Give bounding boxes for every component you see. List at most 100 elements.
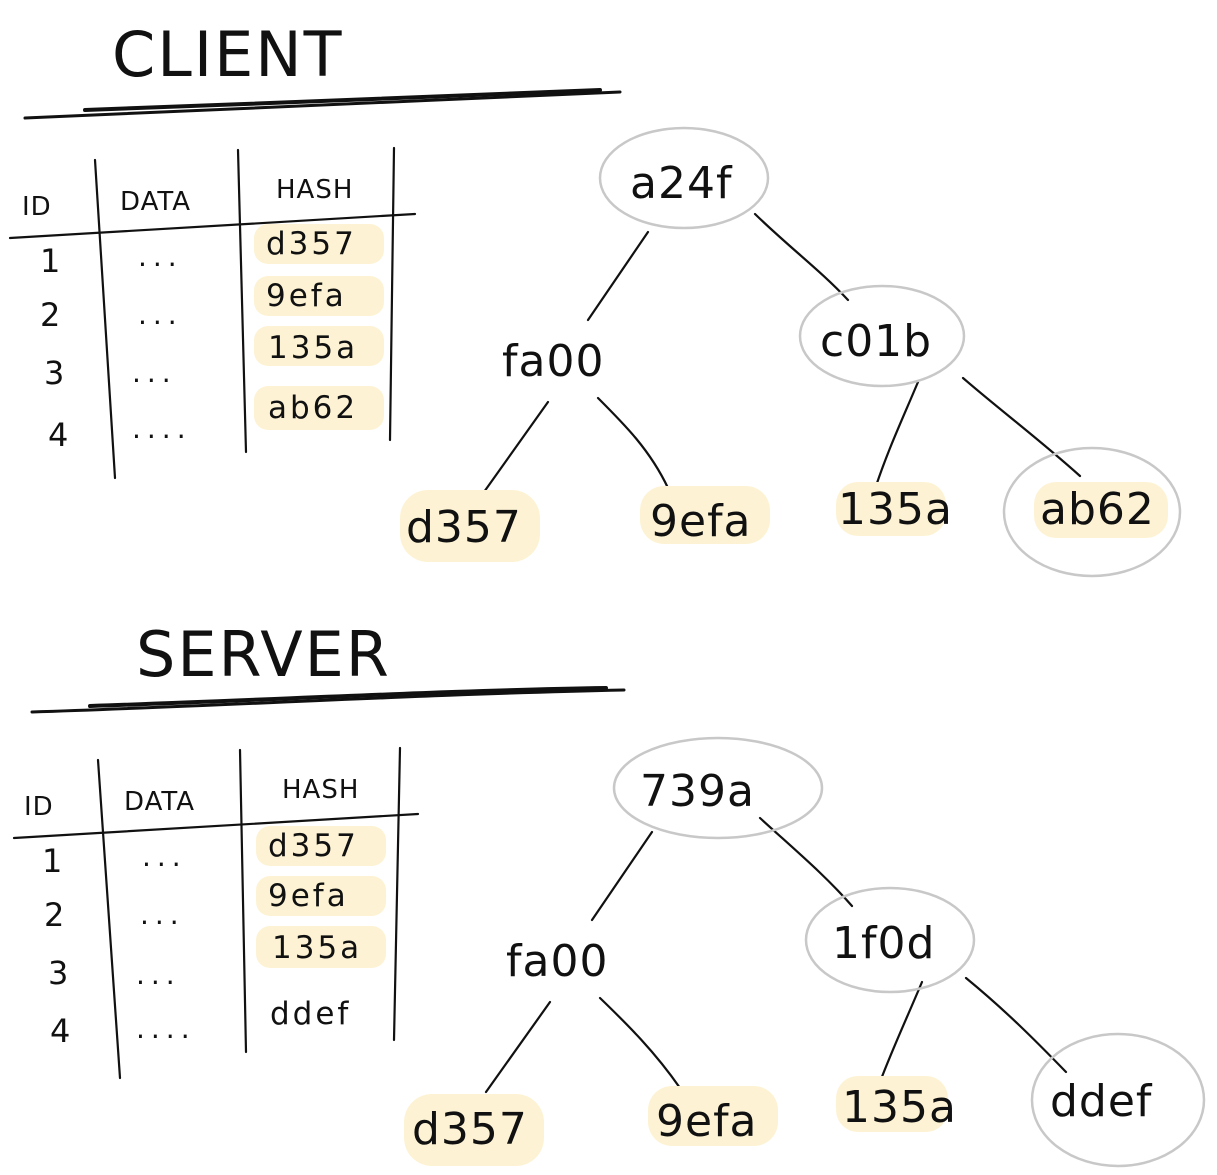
leaf-hash: 9efa xyxy=(650,496,752,547)
leaf-highlight xyxy=(640,486,770,544)
table-divider xyxy=(238,748,248,1054)
row-id: 4 xyxy=(48,416,68,454)
root-hash: 739a xyxy=(640,766,755,817)
server-merkle-tree: 739a fa00 1f0d d357 9efa 135a ddef xyxy=(404,736,1206,1168)
table-divider xyxy=(392,746,402,1042)
row-id: 3 xyxy=(44,354,64,392)
table-row: 2 ... 9efa xyxy=(40,278,347,334)
row-hash: 9efa xyxy=(268,878,349,914)
row-hash: 9efa xyxy=(266,278,347,314)
row-data: .... xyxy=(132,412,192,445)
table-header-hash: HASH xyxy=(282,775,359,805)
hash-highlight xyxy=(254,326,384,366)
tree-edge xyxy=(961,376,1082,478)
hash-highlight xyxy=(254,224,384,264)
leaf-hash: 135a xyxy=(838,484,953,535)
right-node-hash: 1f0d xyxy=(832,918,935,969)
tree-edge xyxy=(596,396,670,490)
row-data: ... xyxy=(138,298,183,331)
hash-highlight xyxy=(256,876,386,916)
server-title-underline xyxy=(30,688,626,714)
tree-edge xyxy=(484,1000,552,1094)
leaf-diff-circle xyxy=(1002,446,1182,578)
tree-edge xyxy=(586,230,650,322)
hash-highlight xyxy=(256,826,386,866)
table-row: 1 ... d357 xyxy=(40,226,357,280)
client-merkle-tree: a24f fa00 c01b d357 9efa 135a ab62 xyxy=(400,126,1182,578)
row-id: 4 xyxy=(50,1012,70,1050)
row-id: 2 xyxy=(44,896,64,934)
tree-edge xyxy=(482,400,550,494)
tree-edge xyxy=(878,980,924,1084)
leaf-highlight xyxy=(400,490,540,562)
row-id: 1 xyxy=(40,242,60,280)
right-node-circle xyxy=(798,284,966,388)
row-hash: 135a xyxy=(268,330,358,366)
client-section: CLIENT ID DATA HASH 1 ... d357 xyxy=(8,18,1182,578)
server-title: SERVER xyxy=(136,618,391,691)
tree-edge xyxy=(598,996,682,1090)
table-header-data: DATA xyxy=(120,187,191,217)
table-row: 1 ... d357 xyxy=(42,828,359,880)
leaf-highlight xyxy=(836,1076,948,1132)
hash-highlight xyxy=(254,276,384,316)
table-header-data: DATA xyxy=(124,787,195,817)
row-hash: 135a xyxy=(272,930,362,966)
row-data: .... xyxy=(136,1012,196,1045)
leaf-hash: d357 xyxy=(412,1104,528,1155)
client-title-underline xyxy=(23,90,622,120)
left-node-hash: fa00 xyxy=(502,336,604,387)
table-row: 3 ... 135a xyxy=(44,330,358,392)
row-id: 2 xyxy=(40,296,60,334)
table-row: 2 ... 9efa xyxy=(44,878,349,934)
client-table: ID DATA HASH 1 ... d357 2 ... 9efa 3 ... xyxy=(8,146,417,480)
leaf-hash: 135a xyxy=(842,1082,957,1133)
row-id: 3 xyxy=(48,954,68,992)
right-node-hash: c01b xyxy=(820,316,932,367)
row-hash: d357 xyxy=(268,828,359,864)
hash-highlight xyxy=(254,386,384,430)
row-hash: ddef xyxy=(270,996,351,1032)
server-section: SERVER ID DATA HASH 1 ... d357 2 ... 9ef xyxy=(12,618,1206,1168)
row-data: ... xyxy=(136,958,181,991)
table-header-hash: HASH xyxy=(276,175,353,205)
row-hash: d357 xyxy=(266,226,357,262)
root-node-circle xyxy=(612,736,824,840)
tree-edge xyxy=(874,380,920,488)
table-divider xyxy=(96,758,122,1080)
leaf-hash: ab62 xyxy=(1040,484,1155,535)
row-data: ... xyxy=(142,840,187,873)
table-header-id: ID xyxy=(24,792,54,822)
row-id: 1 xyxy=(42,842,62,880)
root-node-circle xyxy=(598,126,770,230)
table-divider xyxy=(93,158,117,480)
table-header-id: ID xyxy=(22,192,52,222)
table-header-rule xyxy=(12,812,420,840)
tree-edge xyxy=(590,830,654,922)
table-row: 4 .... ddef xyxy=(50,996,351,1050)
server-table: ID DATA HASH 1 ... d357 2 ... 9efa 3 ...… xyxy=(12,746,420,1080)
leaf-highlight xyxy=(648,1086,778,1146)
leaf-diff-circle xyxy=(1030,1032,1206,1168)
left-node-hash: fa00 xyxy=(506,936,608,987)
table-divider xyxy=(388,146,396,442)
table-divider xyxy=(236,148,248,454)
table-row: 4 .... ab62 xyxy=(48,390,358,454)
row-hash: ab62 xyxy=(268,390,358,426)
hash-highlight xyxy=(256,926,386,968)
leaf-hash: 9efa xyxy=(656,1096,758,1147)
row-data: ... xyxy=(132,356,177,389)
right-node-circle xyxy=(804,886,976,994)
leaf-hash: ddef xyxy=(1050,1076,1153,1127)
row-data: ... xyxy=(140,898,185,931)
leaf-highlight xyxy=(836,482,946,536)
table-header-rule xyxy=(8,212,417,240)
row-data: ... xyxy=(138,240,183,273)
tree-edge xyxy=(753,212,850,302)
leaf-highlight xyxy=(404,1094,544,1166)
tree-edge xyxy=(964,976,1068,1074)
root-hash: a24f xyxy=(630,158,733,209)
leaf-highlight xyxy=(1034,482,1168,538)
table-row: 3 ... 135a xyxy=(48,930,362,992)
